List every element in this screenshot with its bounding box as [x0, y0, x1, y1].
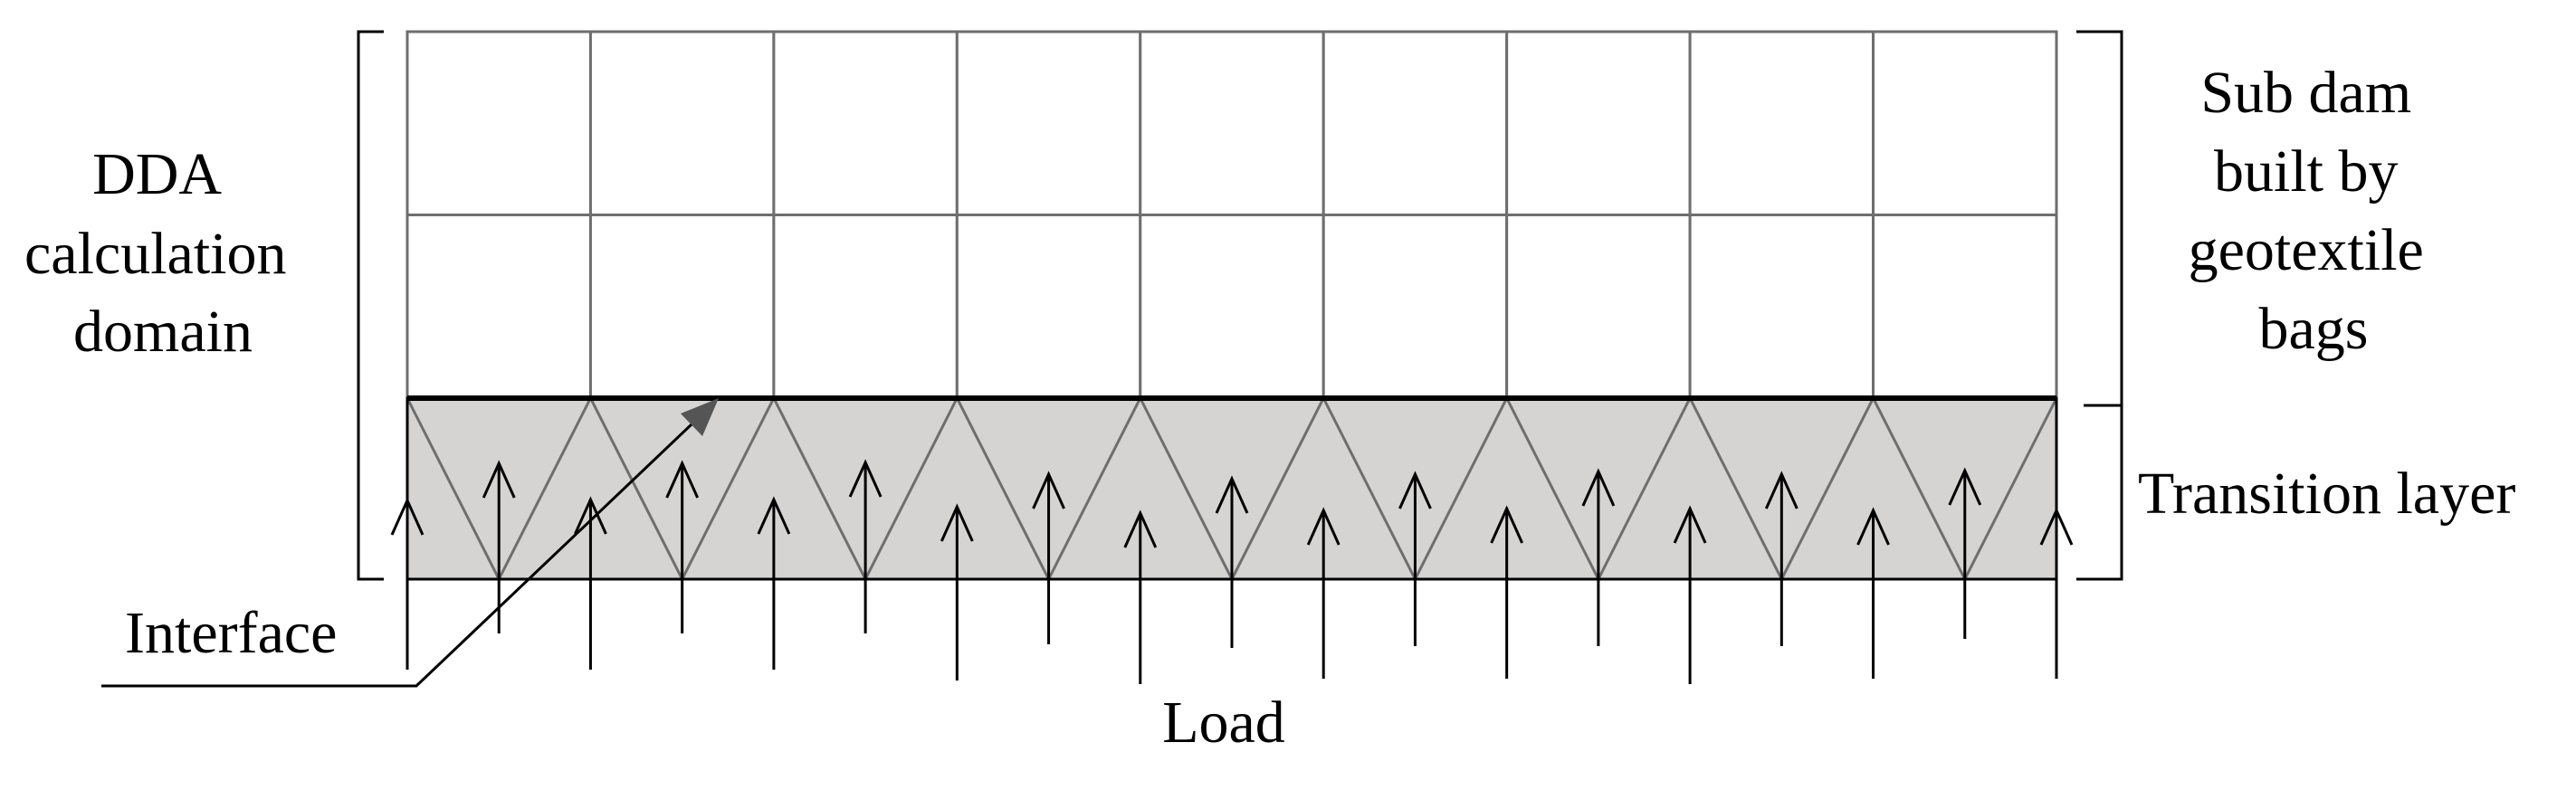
geotextile-bag-cell	[1505, 30, 1692, 216]
load-arrow	[2039, 507, 2074, 679]
load-arrow	[848, 459, 883, 633]
geotextile-bag-cell	[1321, 30, 1509, 216]
load-arrow-head	[1856, 507, 1890, 546]
load-arrow-head	[1398, 471, 1432, 509]
geotextile-bag-cell	[1505, 214, 1692, 400]
load-label: Load	[1162, 690, 1285, 756]
load-arrow	[1306, 507, 1340, 679]
load-arrow	[665, 460, 700, 633]
load-arrow	[1948, 467, 1982, 639]
load-arrow	[390, 497, 425, 670]
load-arrow-head	[482, 460, 516, 499]
geotextile-bag-cell	[772, 30, 959, 216]
geotextile-bag-cell	[955, 30, 1142, 216]
load-arrow	[482, 460, 516, 633]
sub-dam-bracket	[2076, 30, 2123, 407]
geotextile-bag-cell	[405, 30, 592, 216]
load-arrow-head	[665, 460, 700, 499]
interface-label: Interface	[125, 600, 337, 666]
load-arrow	[1123, 509, 1158, 684]
geotextile-bag-cell	[1872, 214, 2058, 400]
load-arrow	[1856, 507, 1890, 679]
load-arrows	[390, 459, 2074, 684]
load-arrow-head	[1673, 505, 1707, 544]
load-arrow-head	[1490, 505, 1524, 544]
load-arrow-head	[1306, 507, 1340, 546]
load-arrow-head	[1123, 509, 1158, 548]
geotextile-bag-cell	[1139, 30, 1325, 216]
geotextile-bag-cell	[1872, 30, 2058, 216]
interface-leader-line	[101, 423, 693, 688]
load-arrow	[757, 496, 791, 670]
load-arrow-head	[390, 497, 425, 536]
load-arrow-head	[1764, 471, 1798, 509]
load-arrow	[1673, 505, 1707, 684]
geotextile-bag-grid	[405, 30, 2058, 400]
load-arrow-head	[2039, 507, 2074, 546]
geotextile-bag-cell	[588, 30, 776, 216]
geotextile-bag-cell	[1139, 214, 1325, 400]
load-arrow-head	[757, 496, 791, 535]
geotextile-bag-cell	[588, 214, 776, 400]
sub-dam-label: Sub dam built by geotextile bags	[2189, 60, 2439, 362]
load-arrow	[1398, 471, 1432, 646]
geotextile-bag-cell	[772, 214, 959, 400]
dda-domain-label: DDA calculation domain	[24, 141, 301, 365]
load-arrow-head	[940, 503, 974, 542]
geotextile-bag-cell	[1688, 214, 1875, 400]
load-arrow-head	[1948, 467, 1982, 506]
load-arrow	[1490, 505, 1524, 679]
load-arrow	[1764, 471, 1798, 646]
geotextile-bag-cell	[1321, 214, 1509, 400]
load-arrow-head	[848, 459, 883, 498]
load-arrow-head	[1032, 471, 1065, 509]
load-arrow-head	[1581, 468, 1616, 507]
load-arrow	[940, 503, 974, 681]
interface-arrow-head	[681, 398, 719, 436]
geotextile-bag-cell	[955, 214, 1142, 400]
load-arrow-head	[1215, 475, 1249, 514]
transition-layer-label: Transition layer	[2138, 461, 2515, 527]
load-arrow	[1581, 468, 1616, 646]
load-arrow-head	[574, 496, 607, 535]
load-arrow	[574, 496, 607, 670]
transition-layer-bracket	[2076, 404, 2123, 581]
geotextile-bag-cell	[405, 214, 592, 400]
geotextile-bag-cell	[1688, 30, 1875, 216]
load-arrow	[1032, 471, 1065, 644]
dda-domain-bracket	[357, 30, 384, 581]
load-arrow	[1215, 475, 1249, 648]
